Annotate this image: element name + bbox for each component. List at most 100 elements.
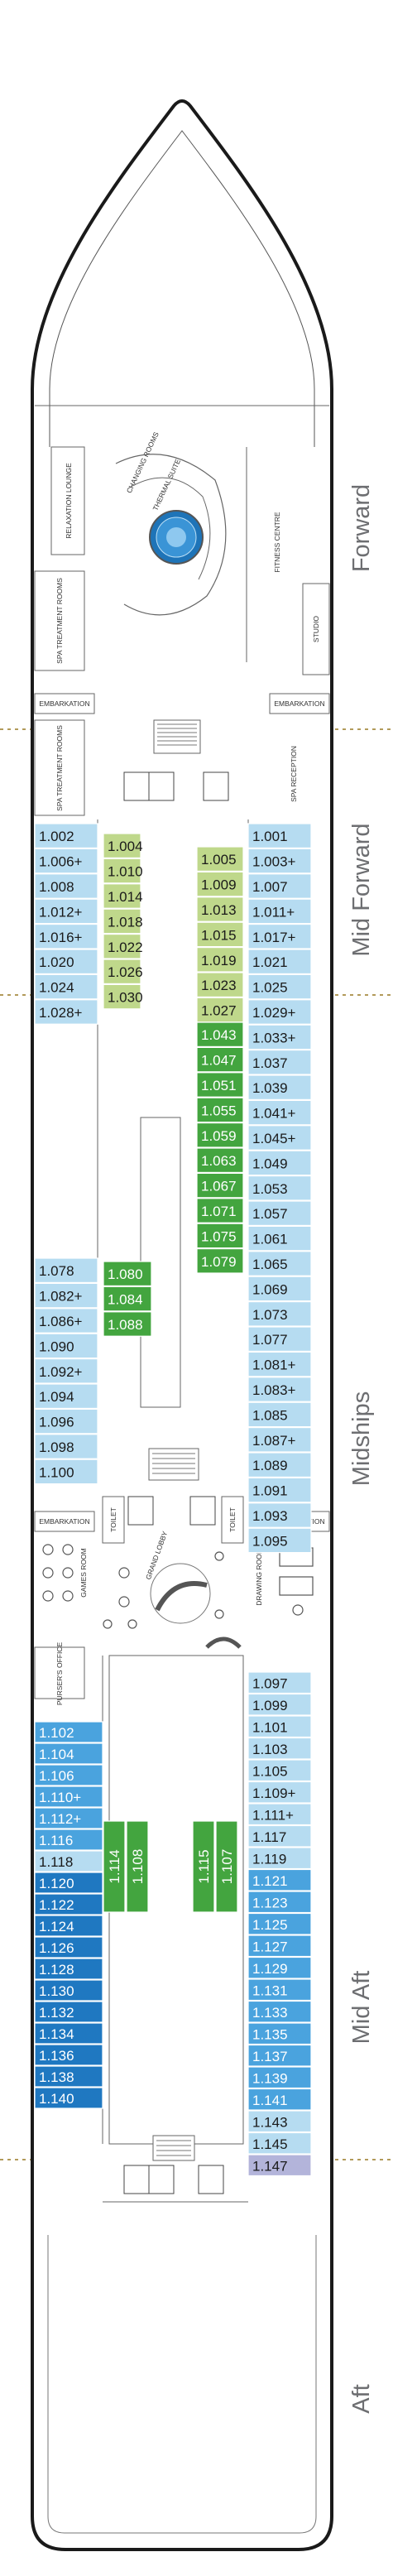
cabin-box[interactable] [34, 949, 98, 974]
cabin-box[interactable] [34, 1408, 98, 1435]
cabin-1.141[interactable]: 1.141 [247, 2088, 312, 2111]
cabin-box[interactable] [215, 1820, 238, 1913]
cabin-box[interactable] [247, 1978, 312, 2002]
cabin-box[interactable] [247, 1759, 312, 1782]
cabin-1.018[interactable]: 1.018 [103, 908, 143, 935]
cabin-box[interactable] [196, 871, 244, 897]
cabin-1.059[interactable]: 1.059 [196, 1122, 244, 1148]
cabin-1.004[interactable]: 1.004 [103, 833, 143, 858]
cabin-box[interactable] [247, 1912, 312, 1935]
cabin-box[interactable] [247, 1377, 312, 1402]
cabin-box[interactable] [247, 1175, 312, 1201]
cabin-1.147[interactable]: 1.147 [247, 2154, 312, 2177]
cabin-1.057[interactable]: 1.057 [247, 1200, 312, 1226]
cabin-box[interactable] [247, 1351, 312, 1377]
cabin-1.010[interactable]: 1.010 [103, 858, 143, 884]
cabin-box[interactable] [196, 997, 244, 1023]
cabin-box[interactable] [103, 908, 141, 935]
cabin-1.014[interactable]: 1.014 [103, 883, 143, 909]
cabin-1.063[interactable]: 1.063 [196, 1147, 244, 1173]
cabin-box[interactable] [34, 2065, 103, 2088]
cabin-1.116[interactable]: 1.116 [34, 1829, 103, 1851]
cabin-box[interactable] [247, 1150, 312, 1176]
cabin-box[interactable] [247, 1024, 312, 1050]
cabin-1.099[interactable]: 1.099 [247, 1693, 312, 1716]
cabin-box[interactable] [103, 1286, 152, 1312]
cabin-1.051[interactable]: 1.051 [196, 1072, 244, 1098]
cabin-1.107[interactable]: 1.107 [215, 1820, 238, 1913]
cabin-box[interactable] [247, 1099, 312, 1126]
cabin-1.095[interactable]: 1.095 [247, 1527, 312, 1554]
cabin-1.053[interactable]: 1.053 [247, 1175, 312, 1201]
cabin-box[interactable] [103, 883, 141, 909]
cabin-box[interactable] [192, 1820, 215, 1913]
cabin-1.096[interactable]: 1.096 [34, 1408, 98, 1435]
cabin-box[interactable] [247, 1781, 312, 1804]
cabin-1.028[interactable]: 1.028+ [34, 999, 98, 1025]
cabin-box[interactable] [196, 1072, 244, 1098]
cabin-box[interactable] [247, 1326, 312, 1352]
cabin-box[interactable] [247, 1401, 312, 1428]
cabin-1.002[interactable]: 1.002 [34, 823, 98, 848]
cabin-1.101[interactable]: 1.101 [247, 1715, 312, 1738]
cabin-box[interactable] [247, 1803, 312, 1826]
cabin-box[interactable] [247, 973, 312, 1000]
cabin-1.115[interactable]: 1.115 [192, 1820, 215, 1913]
cabin-1.105[interactable]: 1.105 [247, 1759, 312, 1782]
cabin-box[interactable] [247, 848, 312, 874]
cabin-1.080[interactable]: 1.080 [103, 1261, 152, 1286]
cabin-box[interactable] [247, 2000, 312, 2023]
cabin-1.005[interactable]: 1.005 [196, 846, 244, 872]
cabin-box[interactable] [196, 1247, 244, 1274]
cabin-1.117[interactable]: 1.117 [247, 1824, 312, 1848]
cabin-box[interactable] [247, 1276, 312, 1302]
cabin-box[interactable] [247, 1693, 312, 1716]
cabin-1.049[interactable]: 1.049 [247, 1150, 312, 1176]
cabin-box[interactable] [247, 823, 312, 848]
cabin-box[interactable] [247, 1956, 312, 1979]
cabin-1.001[interactable]: 1.001 [247, 823, 312, 848]
cabin-1.139[interactable]: 1.139 [247, 2066, 312, 2089]
cabin-box[interactable] [34, 1936, 103, 1958]
cabin-1.069[interactable]: 1.069 [247, 1276, 312, 1302]
cabin-1.030[interactable]: 1.030 [103, 983, 143, 1010]
cabin-box[interactable] [34, 1893, 103, 1915]
cabin-box[interactable] [34, 1872, 103, 1894]
cabin-1.033[interactable]: 1.033+ [247, 1024, 312, 1050]
cabin-1.011[interactable]: 1.011+ [247, 898, 312, 925]
cabin-box[interactable] [247, 2131, 312, 2155]
cabin-box[interactable] [196, 1147, 244, 1173]
cabin-box[interactable] [34, 873, 98, 899]
cabin-1.016[interactable]: 1.016+ [34, 923, 98, 949]
cabin-box[interactable] [247, 2088, 312, 2111]
cabin-1.129[interactable]: 1.129 [247, 1956, 312, 1979]
cabin-box[interactable] [247, 1049, 312, 1075]
cabin-1.006[interactable]: 1.006+ [34, 848, 98, 874]
cabin-1.013[interactable]: 1.013 [196, 896, 244, 922]
cabin-box[interactable] [247, 1074, 312, 1100]
cabin-1.065[interactable]: 1.065 [247, 1251, 312, 1276]
cabin-1.097[interactable]: 1.097 [247, 1671, 312, 1694]
cabin-1.017[interactable]: 1.017+ [247, 923, 312, 949]
cabin-1.084[interactable]: 1.084 [103, 1286, 152, 1312]
cabin-box[interactable] [103, 1261, 152, 1286]
cabin-box[interactable] [196, 1198, 244, 1223]
cabin-box[interactable] [196, 846, 244, 872]
cabin-1.128[interactable]: 1.128 [34, 1958, 103, 1980]
cabin-1.091[interactable]: 1.091 [247, 1477, 312, 1503]
cabin-1.100[interactable]: 1.100 [34, 1459, 98, 1485]
cabin-1.023[interactable]: 1.023 [196, 972, 244, 997]
cabin-box[interactable] [196, 1223, 244, 1249]
cabin-box[interactable] [247, 1225, 312, 1252]
cabin-1.133[interactable]: 1.133 [247, 2000, 312, 2023]
cabin-box[interactable] [196, 921, 244, 948]
cabin-box[interactable] [247, 1200, 312, 1226]
cabin-1.047[interactable]: 1.047 [196, 1046, 244, 1073]
cabin-box[interactable] [103, 858, 141, 884]
cabin-box[interactable] [103, 1820, 126, 1913]
cabin-box[interactable] [103, 833, 141, 858]
cabin-1.026[interactable]: 1.026 [103, 959, 143, 984]
cabin-box[interactable] [247, 1891, 312, 1914]
cabin-1.138[interactable]: 1.138 [34, 2065, 103, 2088]
cabin-1.112[interactable]: 1.112+ [34, 1807, 103, 1829]
